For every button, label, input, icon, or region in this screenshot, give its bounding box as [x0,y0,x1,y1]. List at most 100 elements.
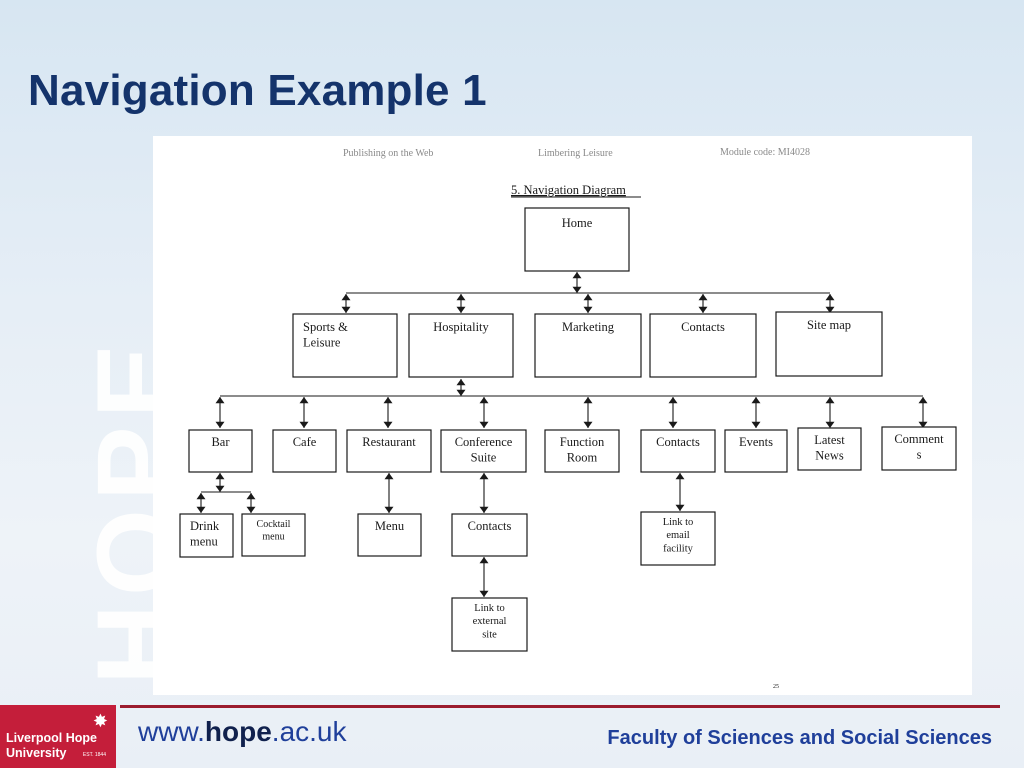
arrowhead [384,473,394,480]
node-box [881,426,957,471]
node-box [408,313,514,378]
node-label: Bar [211,435,230,449]
url-prefix: www. [138,716,205,747]
node-home: Home [524,207,630,272]
node-events: Events [724,429,788,473]
arrowhead [479,557,489,564]
arrowhead [668,421,678,428]
node-label: Site map [807,318,851,332]
arrowhead [825,397,835,404]
logo-line-2: University [6,746,67,760]
node-label: s [917,448,922,462]
node-box [179,513,234,558]
node-label: News [815,449,844,463]
node-label: Restaurant [362,435,416,449]
node-label: Link to [474,603,505,614]
node-box [357,513,422,557]
node-label: Link to [663,517,694,528]
arrowhead [383,421,393,428]
node-sports: Sports & Leisure [292,313,398,378]
node-box [451,513,528,557]
node-box [292,313,398,378]
arrowhead [583,306,593,313]
arrowhead [246,493,256,500]
website-url[interactable]: www.hope.ac.uk [138,716,347,748]
arrowhead [383,397,393,404]
arrowhead [668,397,678,404]
node-contacts3: Contacts [451,513,528,557]
node-box [797,427,862,471]
node-box [649,313,757,378]
node-marketing: Marketing [534,313,642,378]
diagram-title: 5. Navigation Diagram [511,183,626,197]
url-bold: hope [204,716,272,747]
arrowhead [196,493,206,500]
arrowhead [825,294,835,301]
node-label: Contacts [681,320,725,334]
node-cafe: Cafe [272,429,337,473]
node-label: Events [739,435,773,449]
arrowhead [341,294,351,301]
arrowhead [215,397,225,404]
arrowhead [583,397,593,404]
arrowhead [583,421,593,428]
node-label: Contacts [656,435,700,449]
arrowhead [698,306,708,313]
node-label: Conference [455,435,513,449]
node-label: email [666,530,689,541]
arrowhead [456,379,466,386]
faculty-name: Faculty of Sciences and Social Sciences [607,727,992,749]
arrowhead [479,397,489,404]
node-label: Menu [375,519,405,533]
node-box [346,429,432,473]
doc-header-center: Limbering Leisure [538,148,613,159]
arrowhead [215,473,225,480]
arrowhead [675,504,685,511]
node-label: facility [663,543,693,554]
arrowhead [751,421,761,428]
doc-header-right: Module code: MI4028 [720,147,810,158]
arrowhead [246,506,256,513]
footer-rule [120,705,1000,708]
node-email: Link to email facility [640,511,716,566]
node-box [524,207,630,272]
arrowhead [825,306,835,313]
node-restaurant: Restaurant [346,429,432,473]
arrowhead [456,306,466,313]
node-label: Function [560,435,605,449]
node-box [451,597,528,652]
node-label: Sports & [303,320,348,334]
node-label: Drink [190,519,220,533]
node-box [544,429,620,473]
node-contacts2: Contacts [640,429,716,473]
arrowhead [479,590,489,597]
arrowhead [572,286,582,293]
arrowhead [479,473,489,480]
logo-line-1: Liverpool Hope [6,731,97,745]
node-contacts1: Contacts [649,313,757,378]
arrowhead [299,397,309,404]
arrowhead [384,506,394,513]
node-label: Leisure [303,336,341,350]
arrowhead [825,421,835,428]
arrowhead [479,506,489,513]
arrowhead [299,421,309,428]
navigation-diagram-scan: Publishing on the Web Limbering Leisure … [153,136,972,695]
slide-title: Navigation Example 1 [28,66,487,115]
node-label: Room [567,451,598,465]
arrowhead [675,473,685,480]
node-sitemap: Site map [775,311,883,377]
node-box [640,429,716,473]
arrowhead [456,294,466,301]
node-label: Comment [894,432,944,446]
doc-header-left: Publishing on the Web [343,148,433,159]
arrowhead [698,294,708,301]
arrowhead [196,506,206,513]
